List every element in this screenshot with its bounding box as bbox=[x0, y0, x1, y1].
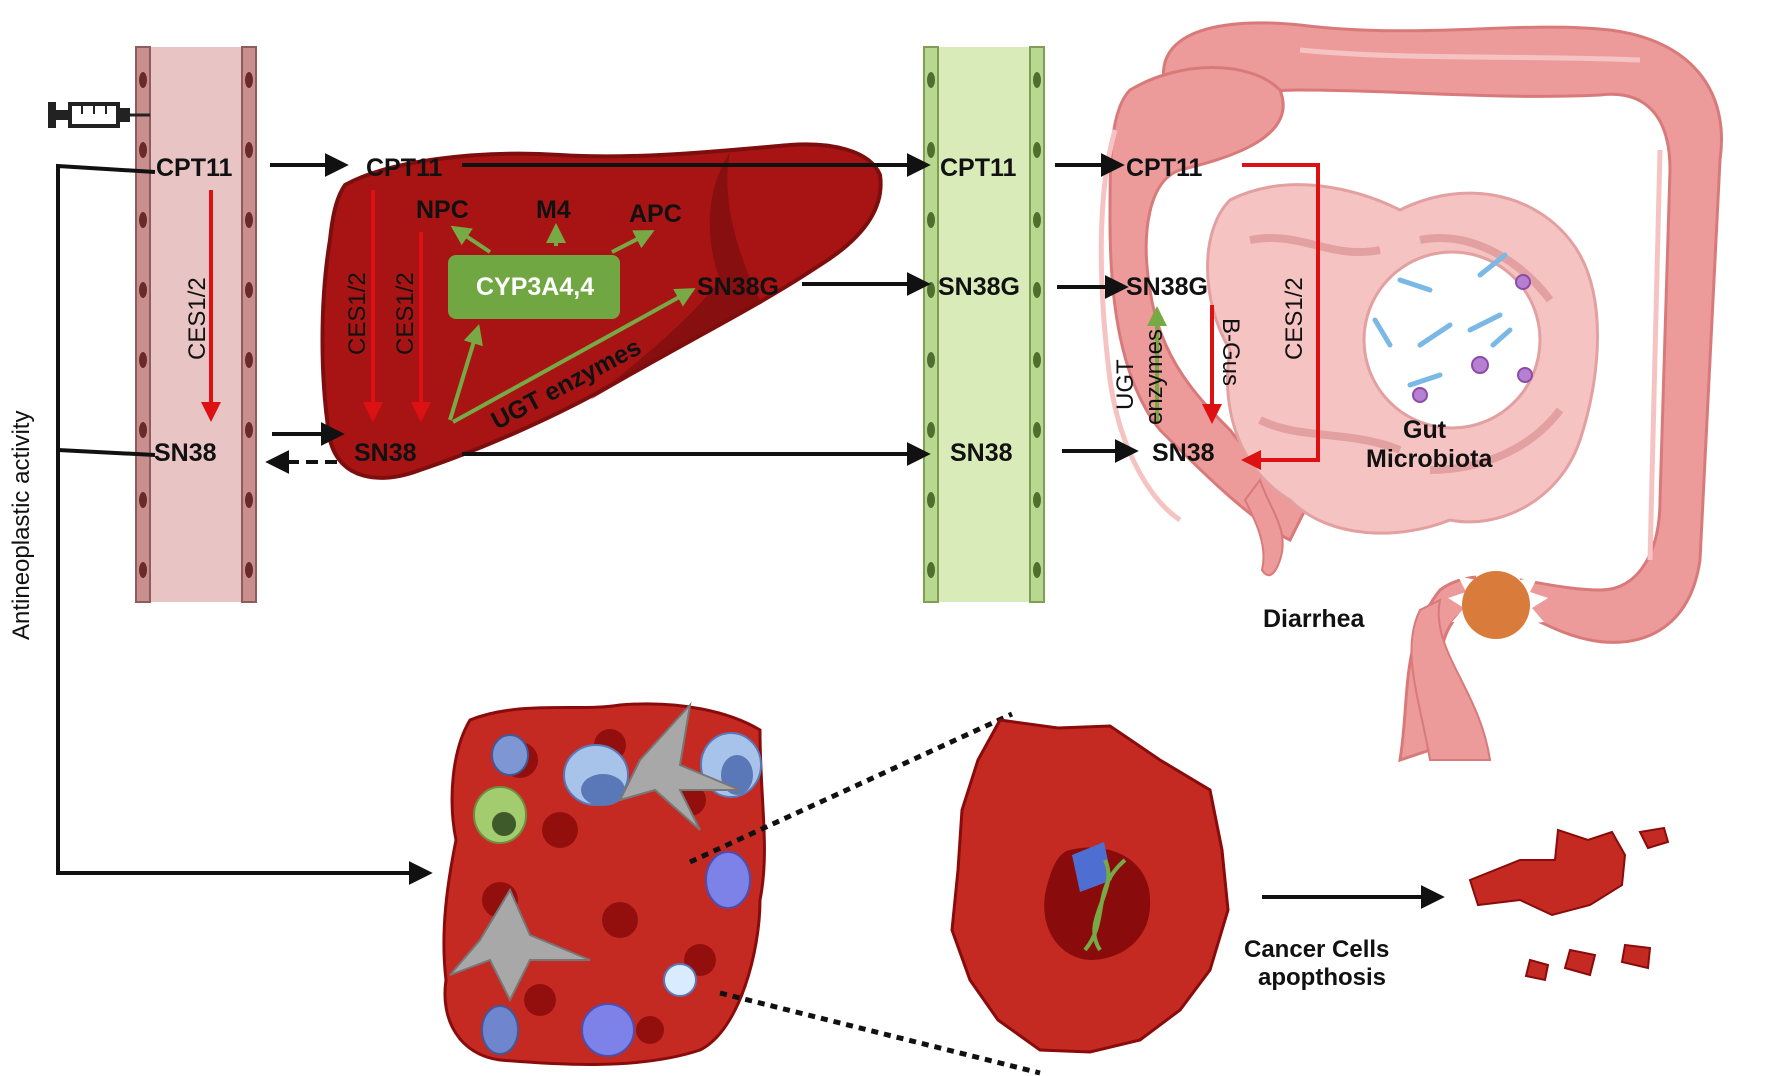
label-cpt11-lumen: CPT11 bbox=[1126, 154, 1203, 182]
label-ces-blood: CES1/2 bbox=[184, 277, 211, 360]
label-cpt11-blood: CPT11 bbox=[156, 154, 233, 182]
flow-arrows bbox=[56, 153, 1445, 909]
label-sn38-intestine: SN38 bbox=[950, 439, 1013, 467]
label-m4: M4 bbox=[536, 196, 571, 224]
cyp-enzyme-box bbox=[448, 255, 620, 319]
label-cpt11-liver: CPT11 bbox=[366, 154, 443, 182]
label-apc: APC bbox=[629, 200, 682, 228]
label-gut: Gut bbox=[1403, 416, 1447, 444]
blood-vessel bbox=[135, 46, 257, 603]
label-sn38g-lumen: SN38G bbox=[1126, 273, 1208, 301]
label-cyp: CYP3A4,4 bbox=[476, 273, 594, 301]
label-apoptosis: apopthosis bbox=[1258, 964, 1386, 991]
apoptotic-fragments bbox=[1468, 826, 1670, 982]
label-sn38g-intestine: SN38G bbox=[938, 273, 1020, 301]
label-ces-liver-1: CES1/2 bbox=[344, 272, 371, 355]
label-sn38-lumen: SN38 bbox=[1152, 439, 1215, 467]
label-cancer-cells: Cancer Cells bbox=[1244, 936, 1389, 963]
gut-microbiota-icon bbox=[1362, 250, 1542, 430]
label-ces-liver-2: CES1/2 bbox=[392, 272, 419, 355]
label-microbiota: Microbiota bbox=[1366, 445, 1493, 473]
dna-icon bbox=[1083, 858, 1127, 952]
bacteria-icon bbox=[1372, 252, 1513, 388]
ces-arrows bbox=[201, 163, 1320, 470]
label-bgus: B-Gus bbox=[1217, 318, 1244, 386]
tumor-cell-icon bbox=[950, 718, 1230, 1054]
fibroblast-icon bbox=[449, 701, 741, 1003]
intestinal-epithelium bbox=[923, 46, 1045, 603]
label-sn38-blood: SN38 bbox=[154, 439, 217, 467]
label-diarrhea: Diarrhea bbox=[1263, 605, 1366, 633]
label-enzymes: enzymes bbox=[1141, 329, 1168, 425]
virus-icon bbox=[1412, 274, 1533, 403]
ugt-cyp-arrows bbox=[448, 223, 1167, 424]
label-sn38g-liver: SN38G bbox=[697, 273, 779, 301]
label-npc: NPC bbox=[416, 196, 469, 224]
diarrhea-lesion bbox=[1448, 555, 1548, 652]
zoom-lines bbox=[688, 711, 1041, 1076]
label-ces-lumen: CES1/2 bbox=[1281, 277, 1308, 360]
label-antineoplastic: Antineoplastic activity bbox=[8, 411, 35, 640]
label-sn38-liver: SN38 bbox=[354, 439, 417, 467]
label-ugt: UGT bbox=[1112, 359, 1139, 410]
tumor-tissue bbox=[442, 701, 766, 1066]
syringe-icon bbox=[48, 102, 150, 128]
label-cpt11-intestine: CPT11 bbox=[940, 154, 1017, 182]
